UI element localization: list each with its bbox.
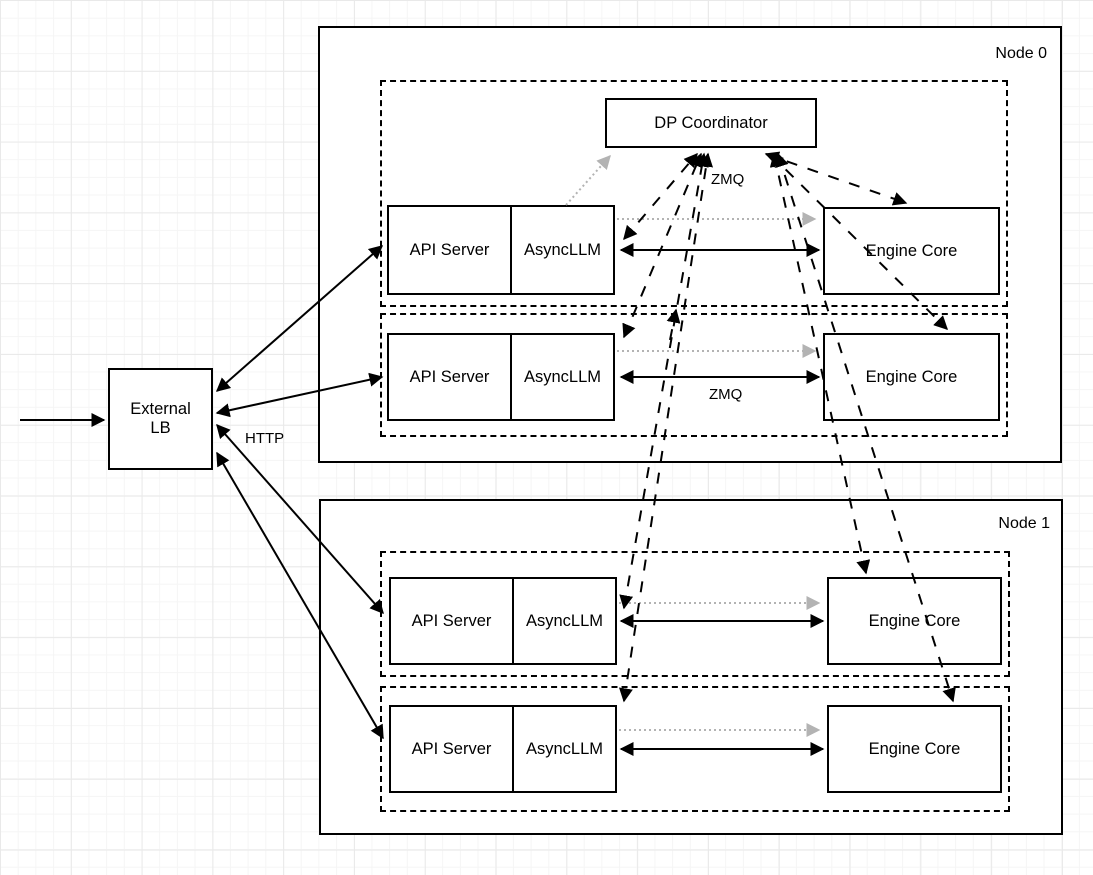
node1-row2-apiserver-asyncllm-box: API Server AsyncLLM [389,705,617,793]
api-server-label: API Server [391,579,514,663]
node1-row1-apiserver-asyncllm-box: API Server AsyncLLM [389,577,617,665]
http-edge-label: HTTP [245,430,285,447]
node0-row2-apiserver-asyncllm-box: API Server AsyncLLM [387,333,615,421]
zmq-edge-label-row1: ZMQ [711,171,745,188]
external-lb-box: External LB [108,368,213,470]
node0-row1-apiserver-asyncllm-box: API Server AsyncLLM [387,205,615,295]
external-lb-label-line1: External [130,400,191,418]
asyncllm-label: AsyncLLM [525,611,604,630]
node1-row2-engine-core-box: Engine Core [827,705,1002,793]
asyncllm-label: AsyncLLM [523,240,602,259]
api-server-label: API Server [389,207,512,293]
node0-row2-engine-core-box: Engine Core [823,333,1000,421]
node0-label: Node 0 [995,45,1047,62]
zmq-edge-label-row2: ZMQ [709,386,743,403]
api-server-label: API Server [391,707,514,791]
node1-label: Node 1 [998,515,1050,532]
asyncllm-label: AsyncLLM [523,367,602,386]
asyncllm-label: AsyncLLM [525,739,604,758]
dp-coordinator-box: DP Coordinator [605,98,817,148]
node1-row1-engine-core-box: Engine Core [827,577,1002,665]
api-server-label: API Server [389,335,512,419]
node0-row1-engine-core-box: Engine Core [823,207,1000,295]
external-lb-label-line2: LB [150,419,171,437]
